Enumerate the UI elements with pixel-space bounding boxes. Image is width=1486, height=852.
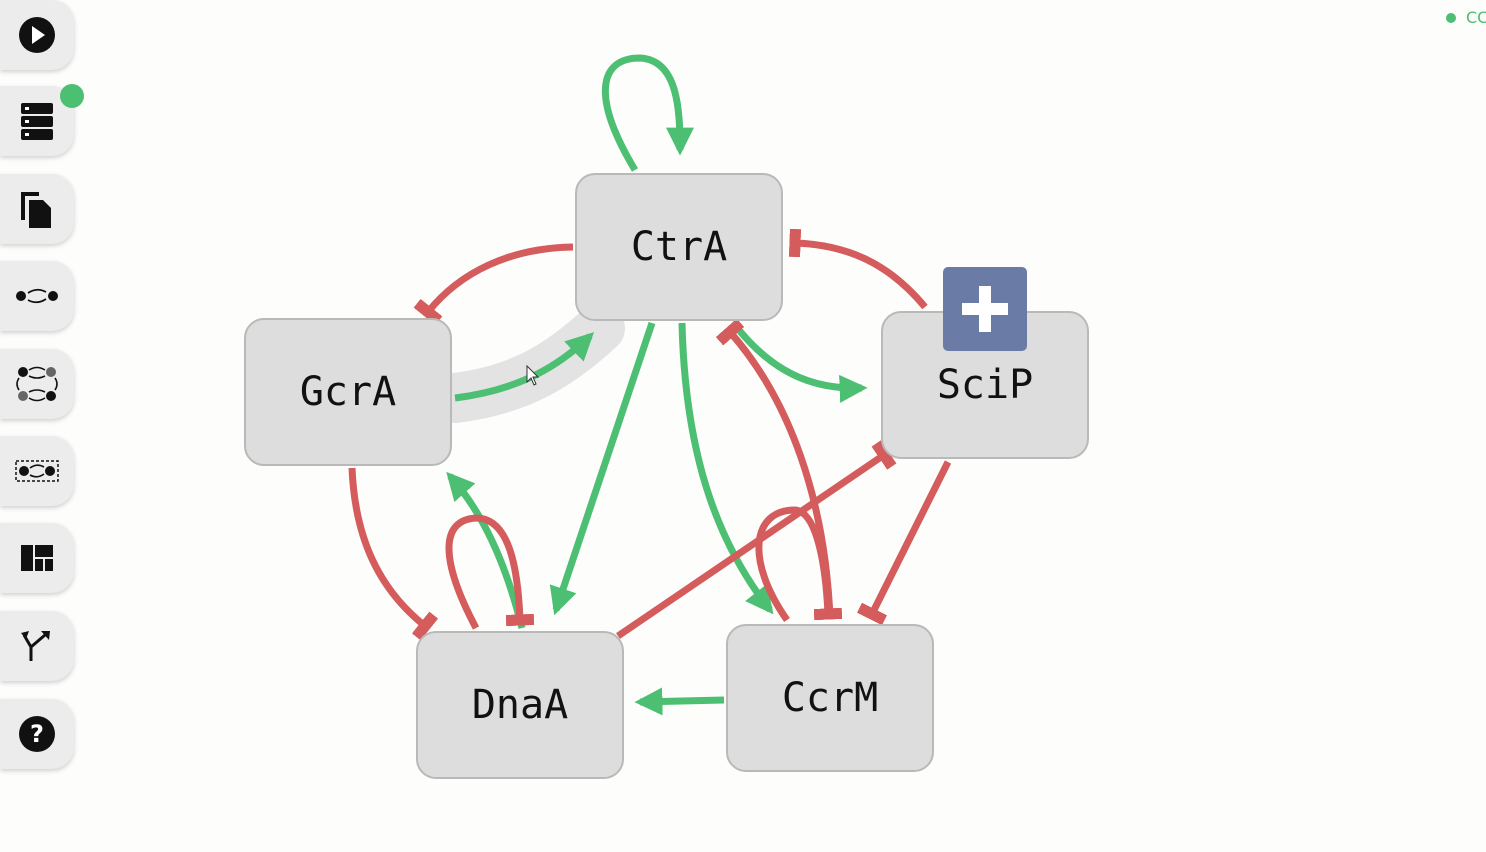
edge-dnaa-scip[interactable] xyxy=(616,440,897,639)
edge-ctra-dnaa[interactable] xyxy=(549,321,656,616)
edge-dnaa-dnaa[interactable] xyxy=(445,514,535,630)
edge-ctra-ctra[interactable] xyxy=(601,54,694,172)
edge-ctra-ccrm[interactable] xyxy=(678,322,774,615)
add-node-button[interactable] xyxy=(943,267,1027,351)
plus-icon xyxy=(962,286,1008,332)
edge-highlight xyxy=(430,303,625,423)
layout-icon xyxy=(21,545,53,571)
copy-button[interactable] xyxy=(0,174,74,244)
edge-ccrm-ccrm[interactable] xyxy=(755,506,843,623)
edge-ctra-scip[interactable] xyxy=(732,322,868,403)
edge-scip-ctra[interactable] xyxy=(788,228,928,310)
fork-icon xyxy=(21,631,50,661)
notification-badge xyxy=(60,84,84,108)
status-text: CC xyxy=(1466,8,1486,27)
node-ctra[interactable]: CtrA xyxy=(575,173,783,321)
edge-scip-ccrm[interactable] xyxy=(856,460,952,626)
help-button[interactable]: ? xyxy=(0,699,74,769)
edge-gcra-dnaa[interactable] xyxy=(348,467,439,641)
connection-status: CC xyxy=(1446,8,1486,27)
cursor-icon xyxy=(526,364,540,386)
node-gcra[interactable]: GcrA xyxy=(244,318,452,466)
layout-button[interactable] xyxy=(0,523,74,593)
copy-icon xyxy=(21,192,51,228)
selection-cycle-icon xyxy=(15,460,59,482)
run-button[interactable] xyxy=(0,0,74,70)
fork-button[interactable] xyxy=(0,611,74,681)
four-node-cycle-icon xyxy=(16,366,58,402)
selected-motif-button[interactable] xyxy=(0,436,74,506)
pair-motif-button[interactable] xyxy=(0,261,74,331)
node-ccrm[interactable]: CcrM xyxy=(726,624,934,772)
edge-dnaa-gcra[interactable] xyxy=(446,471,526,629)
server-icon xyxy=(21,103,53,140)
edge-ctra-gcra[interactable] xyxy=(413,243,574,326)
status-dot-icon xyxy=(1446,12,1456,23)
four-node-motif-button[interactable] xyxy=(0,349,74,419)
two-node-cycle-icon xyxy=(16,288,58,304)
node-dnaa[interactable]: DnaA xyxy=(416,631,624,779)
svg-text:?: ? xyxy=(30,720,44,748)
edge-ccrm-dnaa[interactable] xyxy=(634,687,725,716)
help-icon: ? xyxy=(19,716,55,752)
play-icon xyxy=(19,17,55,53)
